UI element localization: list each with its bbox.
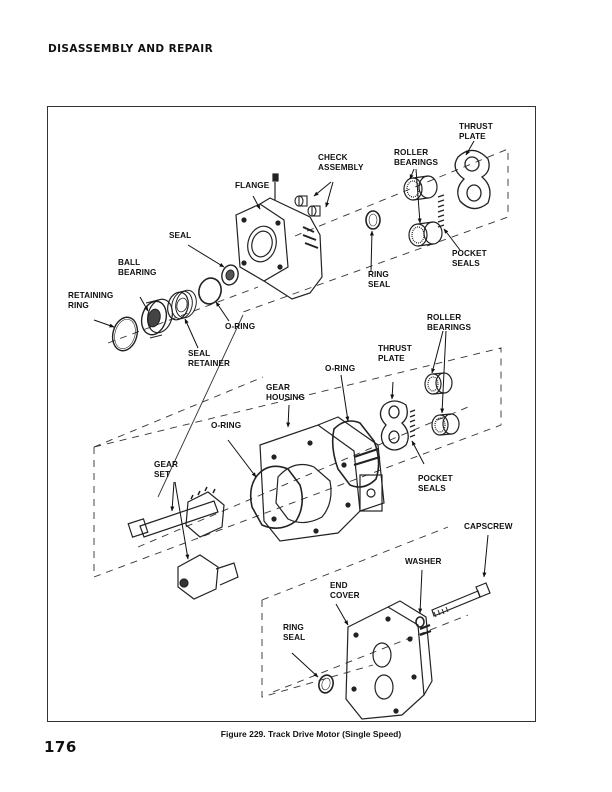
o-ring-part (198, 277, 222, 305)
callout-gear-housing: GEAR HOUSING (266, 383, 305, 402)
page-number: 176 (44, 738, 77, 756)
thrust-plate-part (454, 149, 491, 210)
callout-washer: WASHER (405, 557, 442, 566)
section-heading: DISASSEMBLY AND REPAIR (48, 43, 214, 55)
callout-roller-bearings-top: ROLLER BEARINGS (394, 148, 439, 167)
callout-ring-seal-bottom: RING SEAL (283, 623, 306, 642)
leader-arrows (93, 140, 489, 678)
o-ring-left-part (249, 465, 304, 529)
callout-retaining-ring: RETAINING RING (68, 291, 114, 310)
retaining-ring-part (111, 316, 139, 352)
callout-thrust-plate-top: THRUST PLATE (459, 122, 493, 141)
capscrew-part (431, 582, 491, 618)
figure-frame: THRUST PLATE ROLLER BEARINGS CHECK ASSEM… (47, 106, 536, 722)
figure-caption: Figure 229. Track Drive Motor (Single Sp… (220, 729, 402, 739)
callout-o-ring-left: O-RING (211, 421, 242, 430)
gear-set-part (127, 486, 239, 600)
roller-bearings-part (403, 175, 443, 247)
pocket-seals-middle-part (409, 409, 416, 438)
gear-housing-part (259, 416, 385, 542)
ring-seal-part (365, 210, 381, 230)
washer-part (415, 616, 425, 628)
callout-o-ring-right: O-RING (325, 364, 356, 373)
callout-pocket-seals-top: POCKET SEALS (452, 249, 487, 268)
o-ring-right-part (331, 420, 380, 488)
seal-part (221, 264, 239, 286)
assembly-guide-lines (93, 148, 509, 698)
callout-ring-seal-top: RING SEAL (368, 270, 391, 289)
callout-roller-bearings-middle: ROLLER BEARINGS (427, 313, 472, 332)
callout-check-assembly: CHECK ASSEMBLY (318, 153, 364, 172)
check-assembly-part (294, 195, 321, 217)
ring-seal-bottom-part (318, 674, 334, 694)
callout-gear-set: GEAR SET (154, 460, 179, 479)
callout-seal: SEAL (169, 231, 192, 240)
callout-seal-retainer: SEAL RETAINER (188, 349, 231, 368)
callout-capscrew: CAPSCREW (464, 522, 513, 531)
callout-o-ring-top: O-RING (225, 322, 256, 331)
thrust-plate-middle-part (379, 400, 409, 451)
end-cover-part (345, 600, 433, 720)
callout-pocket-seals-middle: POCKET SEALS (418, 474, 453, 493)
flange-part (235, 173, 323, 300)
callout-end-cover: END COVER (330, 581, 360, 600)
callout-thrust-plate-middle: THRUST PLATE (378, 344, 412, 363)
exploded-view-illustration (93, 140, 509, 720)
ball-bearing-part (140, 298, 173, 339)
callout-ball-bearing: BALL BEARING (118, 258, 157, 277)
pocket-seals-part (437, 194, 445, 228)
callout-flange: FLANGE (235, 181, 270, 190)
seal-retainer-part (167, 289, 197, 321)
